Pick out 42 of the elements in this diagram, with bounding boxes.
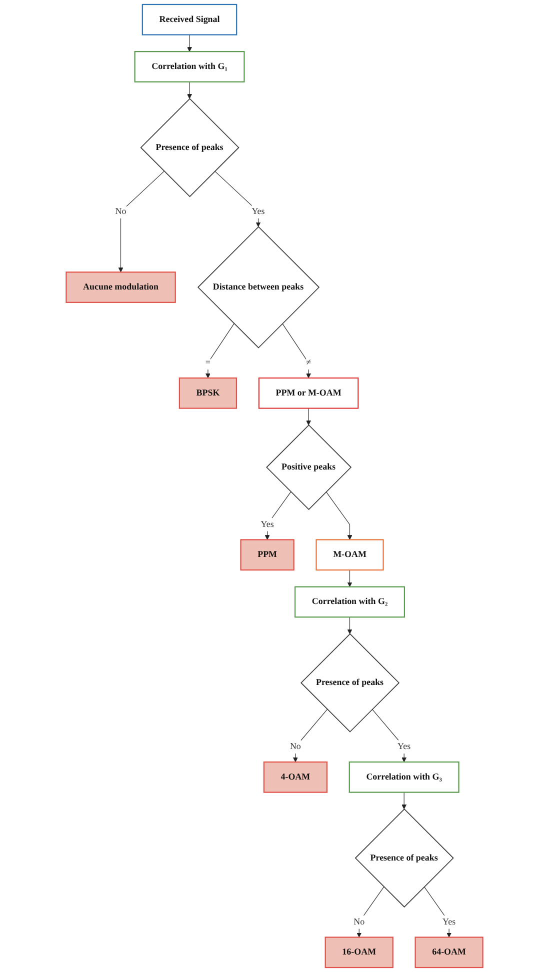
edge-label: No (115, 206, 126, 216)
node-box (66, 272, 176, 303)
edge-label: Yes (398, 742, 411, 752)
node-box (348, 761, 460, 793)
node-diamond (140, 98, 240, 198)
arrow (118, 170, 164, 272)
arrow (347, 570, 352, 588)
node-diamond (197, 226, 320, 348)
arrow (306, 408, 311, 426)
arrow (187, 34, 192, 52)
node-box (258, 377, 359, 409)
node-box (134, 51, 245, 82)
arrow (292, 709, 328, 762)
node-diamond (354, 808, 454, 908)
edge-label: = (205, 358, 210, 368)
node-box (414, 936, 484, 968)
edge-label: Yes (442, 917, 456, 927)
arrow (424, 886, 452, 938)
node-diamond (300, 633, 400, 732)
node-box (324, 936, 394, 968)
node-box (240, 539, 294, 571)
arrow (282, 323, 311, 378)
arrow (356, 886, 384, 938)
arrow (206, 323, 234, 378)
arrow (402, 792, 407, 810)
edge-label: Yes (252, 206, 265, 216)
arrow (347, 616, 352, 634)
node-box (316, 539, 384, 571)
edge-label: No (354, 917, 365, 927)
arrow (264, 492, 292, 540)
arrow (187, 82, 192, 99)
edge-label: ≠ (306, 358, 311, 368)
arrow (372, 709, 407, 762)
node-box (294, 586, 406, 618)
node-diamond (266, 424, 352, 510)
node-box (178, 377, 238, 409)
node-box (263, 761, 328, 793)
edge-label: Yes (260, 520, 274, 530)
edge-label: No (290, 742, 301, 752)
node-box (142, 4, 238, 36)
arrow (326, 492, 352, 540)
arrow (214, 170, 261, 228)
